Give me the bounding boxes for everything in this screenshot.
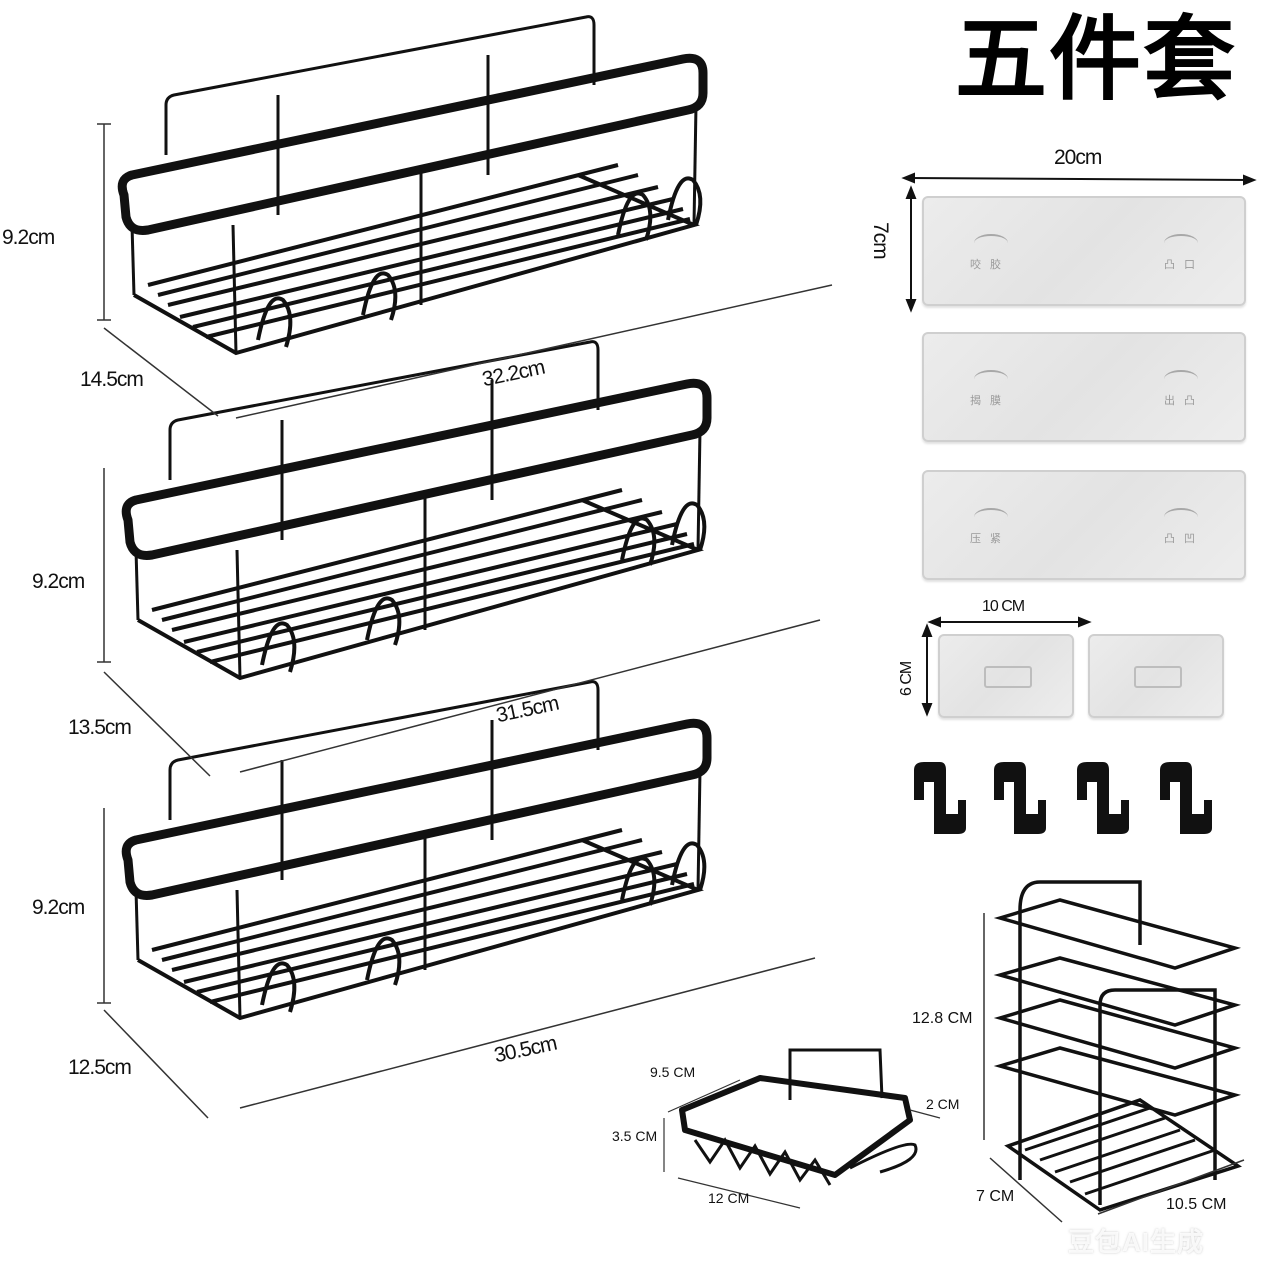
soap-dish-drawing [663,1048,941,1209]
rack-1-depth: 14.5cm [80,368,144,391]
rack-2-height: 9.2cm [32,570,85,593]
large-plate-height: 7cm [869,222,892,259]
soap-dish-height: 3.5 CM [612,1128,658,1144]
rack-3-depth: 12.5cm [68,1056,132,1079]
rack-3-drawing [126,682,707,1018]
plate-mark-left: 揭 膜 [970,395,1005,407]
rack-3-height: 9.2cm [32,896,85,919]
plate-mark-left: 咬 胶 [970,259,1005,271]
plate-arc-icon [1164,370,1198,388]
adhesive-plate-large-3: 压 紧 凸 凹 [922,470,1246,580]
rack-2-depth: 13.5cm [68,716,132,739]
plate-arc-icon [1164,234,1198,252]
ai-watermark: 豆包AI生成 [1068,1227,1205,1257]
large-plate-width: 20cm [1054,146,1102,169]
soap-dish-width: 9.5 CM [650,1064,696,1080]
adhesive-plate-large-2: 揭 膜 出 凸 [922,332,1246,442]
adhesive-plate-small-2 [1088,634,1224,718]
small-plate-height: 6 CM [898,661,915,696]
rack-1-drawing [122,17,703,353]
toothbrush-holder-width: 10.5 CM [1166,1196,1227,1213]
plate-mark-right: 凸 口 [1164,259,1199,271]
rack-2-drawing [126,342,707,678]
toothbrush-holder-depth: 7 CM [976,1188,1015,1205]
plate-arc-icon [974,370,1008,388]
set-title: 五件套 [955,6,1238,113]
rack-1-height: 9.2cm [2,226,55,249]
plate-arc-icon [1164,508,1198,526]
toothbrush-holder-height: 12.8 CM [912,1010,973,1027]
small-plate-width: 10 CM [982,598,1025,615]
plate-mark-right: 凸 凹 [1164,533,1199,545]
plate-arc-icon [974,508,1008,526]
plate-mark-left: 压 紧 [970,533,1005,545]
plate-arc-icon [974,234,1008,252]
plate-slot-icon [984,666,1032,688]
plate-mark-right: 出 凸 [1164,395,1199,407]
plate-slot-icon [1134,666,1182,688]
adhesive-plate-small-1 [938,634,1074,718]
soap-dish-hook-depth: 2 CM [926,1096,960,1112]
soap-dish-length: 12 CM [708,1190,750,1206]
adhesive-plate-large-1: 咬 胶 凸 口 [922,196,1246,306]
hooks-drawing [914,762,1212,834]
toothbrush-holder-drawing [983,880,1245,1223]
